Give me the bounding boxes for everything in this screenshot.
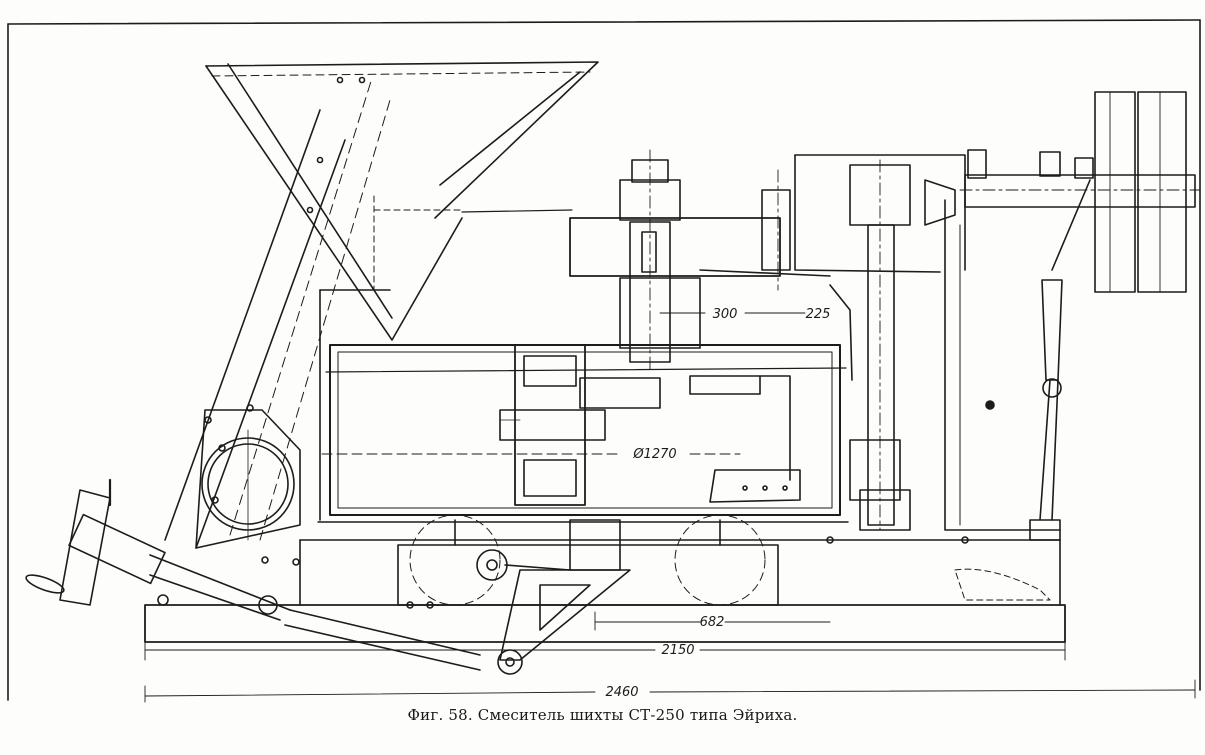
mixing-pan [317, 289, 849, 523]
dim-682-label: 682 [700, 615, 725, 630]
dim-300-label: 300 [713, 307, 738, 322]
runner-assembly [499, 344, 801, 506]
lever-bracket [476, 549, 631, 675]
drive-shaft [959, 149, 1201, 208]
dim-1270-label: Ø1270 [632, 447, 676, 462]
dimension-2460: 2460 [144, 679, 1196, 703]
dimension-1270: Ø1270 [321, 447, 741, 462]
dimension-225: 225 [794, 307, 831, 322]
inspection-opening [201, 429, 295, 541]
dimension-2150: 2150 [144, 639, 1066, 661]
base-frame [144, 514, 1066, 643]
handwheel-adjuster [25, 478, 481, 671]
inclined-frame [164, 77, 391, 566]
dimension-682: 682 [594, 611, 831, 631]
gear-housing [569, 149, 966, 531]
dim-2150-label: 2150 [661, 643, 694, 658]
drive-pulleys [1094, 91, 1187, 293]
dimension-300: 300 [659, 307, 796, 322]
figure-caption: Фиг. 58. Смеситель шихты СТ-250 типа Эйр… [407, 706, 798, 724]
dim-2460-label: 2460 [605, 685, 638, 700]
charging-hopper [205, 61, 599, 341]
right-frame [944, 179, 1091, 601]
drawing-frame [7, 19, 1201, 701]
dim-225-label: 225 [806, 307, 831, 322]
